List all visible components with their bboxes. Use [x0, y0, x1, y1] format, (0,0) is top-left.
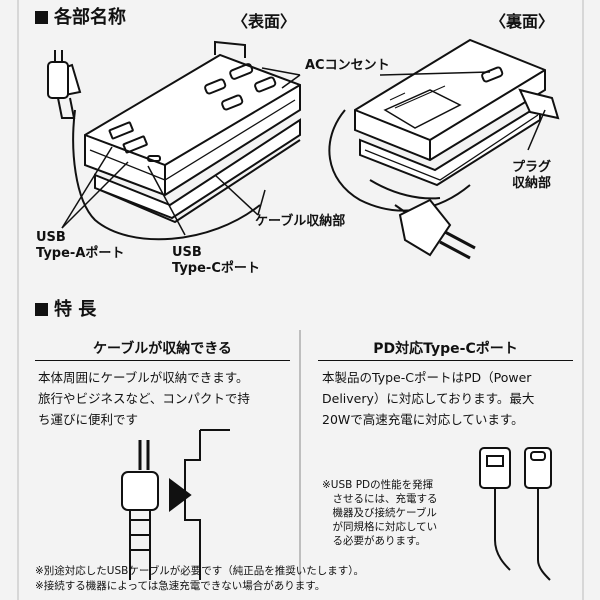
- cable-storage-description: 本体周囲にケーブルが収納できます。 旅行やビジネスなど、コンパクトで持 ち運びに…: [38, 367, 298, 430]
- note-line: 機器及び接続ケーブル: [322, 507, 437, 519]
- left-desc-line: 本体周囲にケーブルが収納できます。: [38, 370, 249, 385]
- right-title-rule: [318, 360, 573, 361]
- front-view-label: 〈表面〉: [232, 12, 297, 31]
- leader-lines: [61, 67, 546, 236]
- usb-a-label-line1: USB: [36, 230, 66, 245]
- usb-c-label: USB Type-Cポート: [172, 245, 260, 277]
- back-device-drawing: [328, 38, 560, 260]
- plug-storage-label-line1: プラグ: [512, 160, 552, 175]
- cable-storage-label: ケーブル収納部: [255, 214, 346, 229]
- footnote-line: ※接続する機器によっては急速充電できない場合があります。: [35, 580, 326, 592]
- right-desc-line: 20Wで高速充電に対応しています。: [322, 412, 524, 427]
- right-desc-line: 本製品のType-CポートはPD（Power: [322, 370, 532, 385]
- cable-storage-illustration: [121, 429, 230, 580]
- pd-note: ※USB PDの性能を発揮 させるには、充電する 機器及び接続ケーブル が同規格…: [322, 478, 482, 548]
- plug-storage-label: プラグ 収納部: [512, 160, 551, 192]
- left-desc-line: ち運びに便利です: [38, 412, 139, 427]
- usb-cables-illustration: [479, 447, 552, 581]
- right-desc-line: Delivery）に対応しております。最大: [322, 391, 535, 406]
- back-view-label: 〈裏面〉: [490, 12, 555, 31]
- left-desc-line: 旅行やビジネスなど、コンパクトで持: [38, 391, 250, 406]
- usb-a-label: USB Type-Aポート: [36, 230, 124, 262]
- heading-square-icon: [35, 303, 48, 316]
- note-line: る必要があります。: [322, 535, 426, 547]
- note-line: ※USB PDの性能を発揮: [322, 479, 434, 491]
- pd-feature-title: PD対応Type-Cポート: [373, 341, 518, 357]
- ac-outlet-label: ACコンセント: [305, 58, 390, 73]
- left-title-rule: [35, 360, 290, 361]
- features-section-heading: 特 長: [35, 300, 96, 320]
- front-device-drawing: [47, 40, 301, 241]
- footnote-line: ※別途対応したUSBケーブルが必要です（純正品を推奨いたします）。: [35, 565, 364, 577]
- footnotes: ※別途対応したUSBケーブルが必要です（純正品を推奨いたします）。 ※接続する機…: [35, 564, 585, 594]
- heading-square-icon: [35, 11, 48, 24]
- usb-a-label-line2: Type-Aポート: [36, 246, 125, 261]
- usb-c-label-line1: USB: [172, 245, 202, 260]
- note-line: が同規格に対応してい: [322, 521, 438, 533]
- usb-c-label-line2: Type-Cポート: [172, 261, 260, 276]
- pd-feature-description: 本製品のType-CポートはPD（Power Delivery）に対応しておりま…: [322, 367, 584, 430]
- note-line: させるには、充電する: [322, 493, 438, 505]
- parts-section-heading: 各部名称: [35, 8, 126, 28]
- cable-storage-feature-title: ケーブルが収納できる: [93, 341, 232, 357]
- parts-heading-text: 各部名称: [54, 7, 126, 28]
- features-heading-text: 特 長: [54, 299, 97, 320]
- plug-storage-label-line2: 収納部: [512, 176, 552, 191]
